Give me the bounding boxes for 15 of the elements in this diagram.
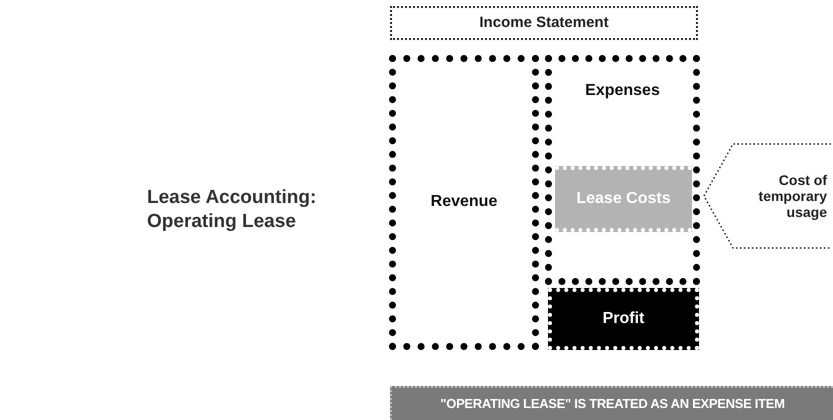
category-box (545, 55, 700, 285)
node-label: Lease Costs (576, 190, 671, 208)
header-box (390, 6, 698, 40)
result-box (548, 288, 699, 350)
node-label: Income Statement (479, 14, 609, 32)
category-box (389, 55, 539, 350)
node-label: Revenue (430, 193, 498, 212)
node-label: "OPERATING LEASE" IS TREATED AS AN EXPENSE ITEM (440, 396, 785, 412)
node-label: Expenses (585, 82, 660, 100)
node-label: Cost of temporary usage (758, 172, 827, 220)
callout-box (703, 143, 831, 249)
diagram-title: Lease Accounting: Operating Lease (147, 186, 318, 234)
highlight-box (555, 166, 692, 232)
note-banner (390, 386, 833, 420)
node-label: Profit (602, 310, 644, 328)
